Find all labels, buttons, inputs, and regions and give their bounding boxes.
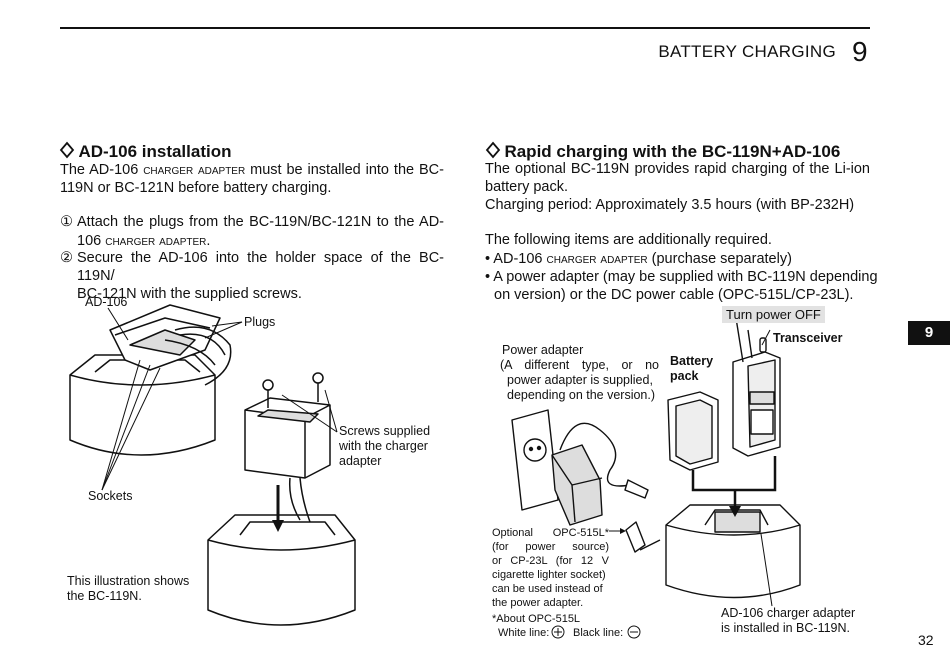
about-opc-note: *About OPC-515L — [492, 613, 581, 625]
battery-pack-label: Battery pack — [670, 354, 714, 383]
step-1-marker: ① — [60, 214, 73, 230]
label-plugs: Plugs — [244, 315, 276, 329]
section-number: 9 — [852, 36, 868, 67]
right-intro: The optional BC-119N provides rapid char… — [485, 161, 870, 213]
label-sockets: Sockets — [88, 489, 133, 503]
white-line-label: White line: — [498, 627, 550, 639]
step-2-marker: ② — [60, 250, 73, 266]
label-screws: Screws supplied with the charger adapter — [339, 424, 431, 468]
right-heading: Rapid charging with the BC-119N+AD-106 — [485, 141, 840, 162]
turn-power-off-label: Turn power OFF — [722, 306, 825, 323]
diamond-icon — [59, 141, 75, 159]
left-intro: The AD-106 charger adapter must be insta… — [60, 161, 444, 196]
optional-cable-note: Optional OPC-515L* (for power source) or… — [492, 527, 609, 609]
label-ad106: AD-106 — [85, 295, 128, 309]
left-heading: AD-106 installation — [59, 141, 232, 162]
required-items: The following items are additionally req… — [485, 232, 878, 303]
figure-caption: This illustration shows the BC-119N. — [67, 574, 190, 603]
black-line-label: Black line: — [573, 627, 624, 639]
page-number: 32 — [918, 632, 934, 648]
header-rule — [60, 27, 870, 29]
diamond-icon — [485, 141, 501, 159]
step-1: ① Attach the plugs from the BC-119N/BC-1… — [60, 214, 444, 249]
chapter-tab: 9 — [908, 321, 950, 345]
transceiver-label: Transceiver — [773, 331, 843, 345]
ad106-installed-caption: AD-106 charger adapter is installed in B… — [721, 606, 856, 635]
section-title: BATTERY CHARGING — [658, 42, 836, 61]
step-2: ② Secure the AD-106 into the holder spac… — [60, 250, 444, 302]
power-adapter-label: Power adapter (A different type, or no p… — [500, 343, 659, 402]
